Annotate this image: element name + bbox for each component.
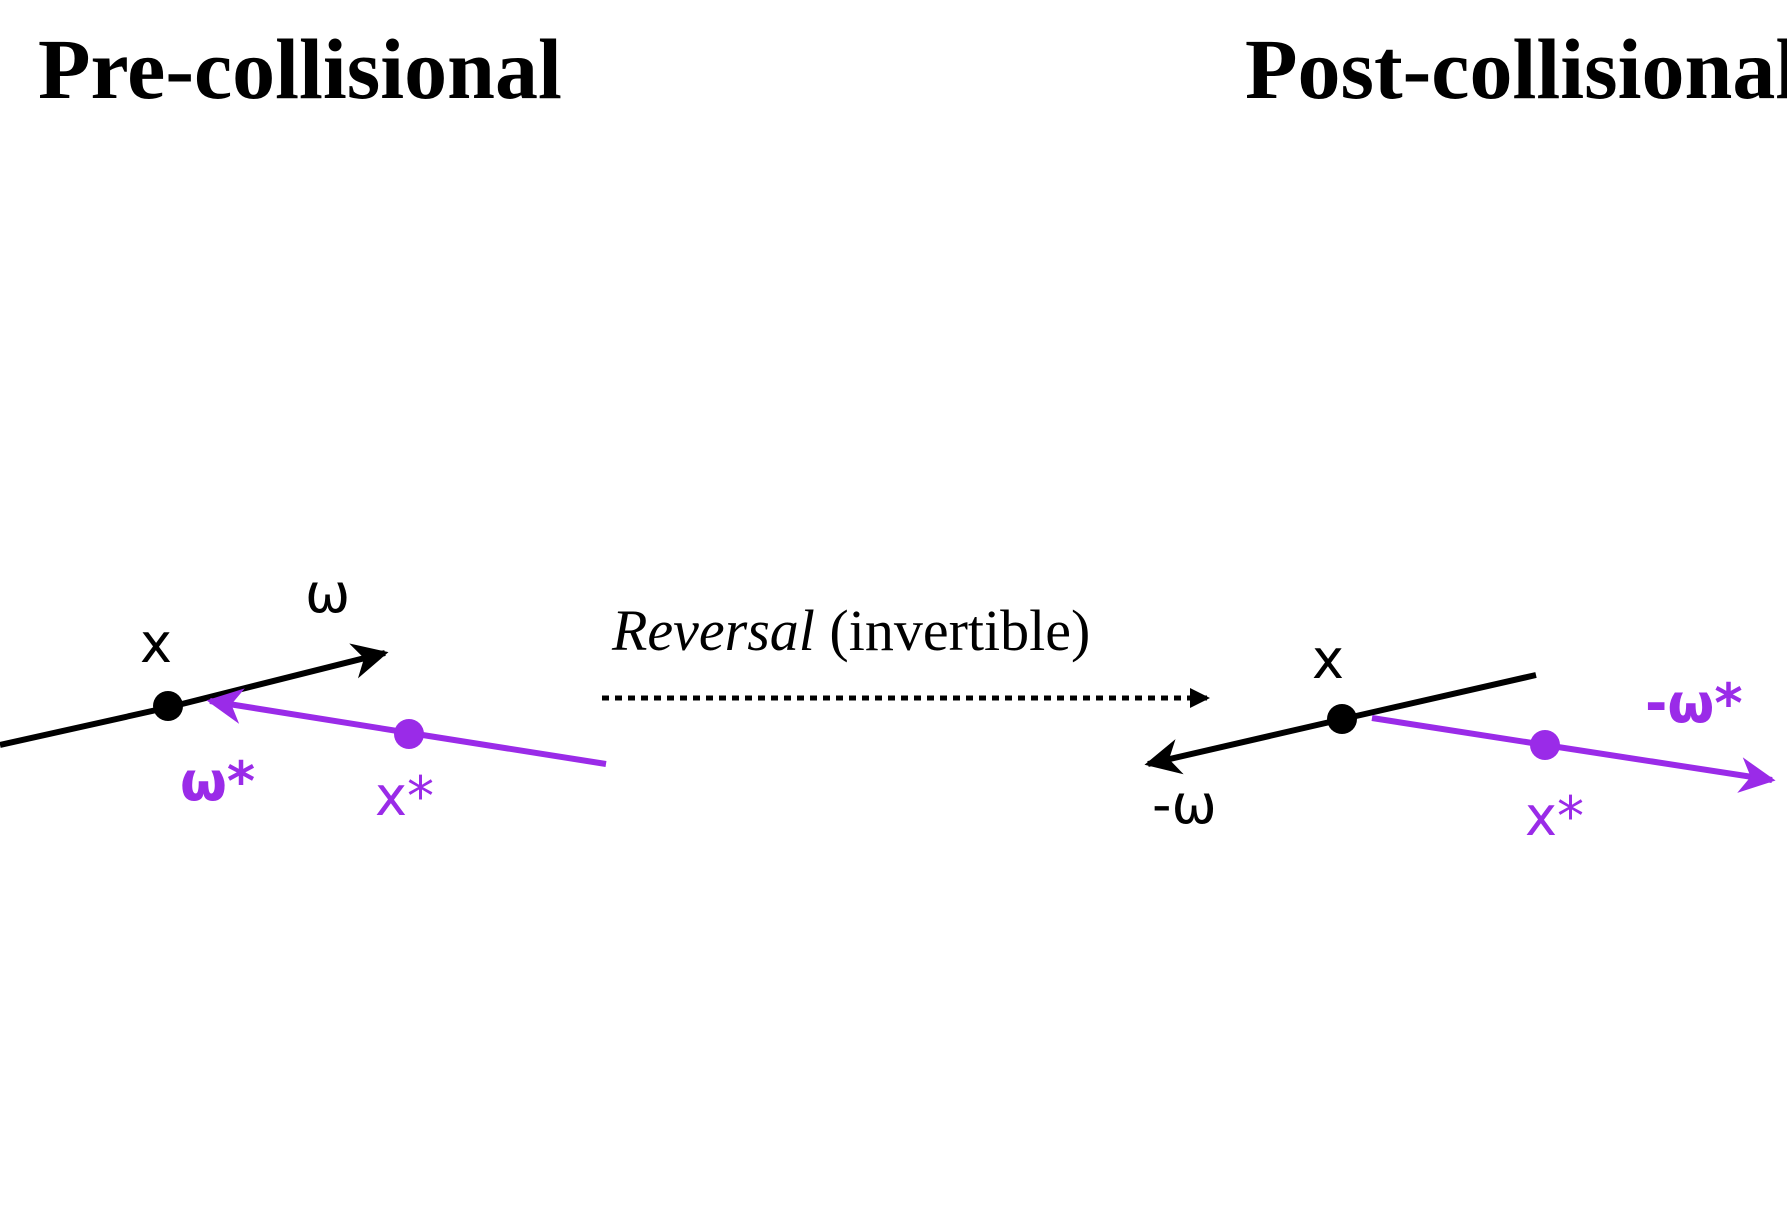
pre-purple-trajectory [409, 730, 607, 767]
reversal-plain: (invertible) [815, 598, 1090, 663]
post-neg-omega-star-arrow [1544, 742, 1776, 793]
pre-x-label: x [140, 612, 172, 675]
pre-omega-star-arrow [206, 688, 411, 736]
reversal-caption: Reversal (invertible) [611, 598, 1090, 663]
pre-x-star-point [394, 719, 424, 749]
pre-black-trajectory [0, 704, 171, 748]
post-x-point [1327, 704, 1357, 734]
pre-x-star-label: x* [375, 765, 434, 828]
post-x-label: x [1312, 628, 1344, 691]
post-black-trajectory [1342, 672, 1537, 722]
pre-omega-star-label: ω* [180, 750, 255, 813]
post-purple-trajectory [1371, 715, 1546, 748]
pre-collisional-title: Pre-collisional [38, 21, 562, 117]
post-x-star-label: x* [1525, 785, 1584, 848]
post-collisional-title: Post-collisional [1245, 21, 1787, 117]
post-neg-omega-label: -ω [1152, 773, 1217, 836]
pre-x-point [153, 691, 183, 721]
pre-omega-label: ω [305, 562, 350, 625]
pre-omega-arrow [169, 643, 389, 710]
post-neg-omega-arrow [1144, 716, 1344, 775]
post-neg-omega-star-label: -ω* [1645, 672, 1743, 735]
reversal-italic: Reversal [611, 598, 815, 663]
post-x-star-point [1530, 730, 1560, 760]
